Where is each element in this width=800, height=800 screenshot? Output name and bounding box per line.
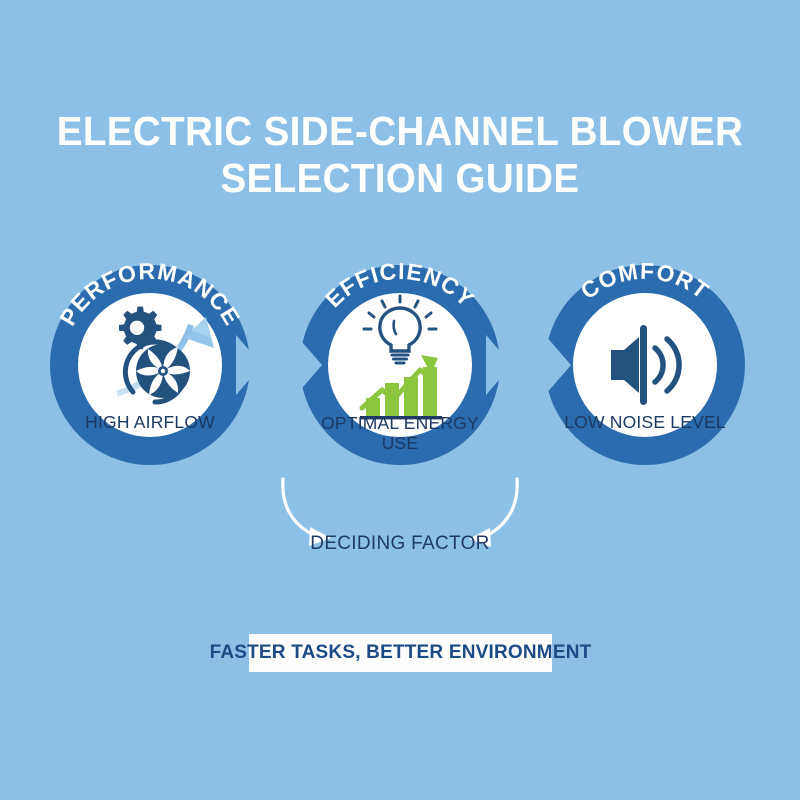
up-arrow-icon: [116, 317, 214, 397]
speaker-volume-icon: [611, 325, 647, 405]
deciding-factor-label: DECIDING FACTOR: [310, 533, 489, 554]
page-title: ELECTRIC SIDE-CHANNEL BLOWER SELECTION G…: [0, 108, 800, 202]
comfort-body-label: LOW NOISE LEVEL: [564, 412, 726, 432]
card-efficiency[interactable]: EFFICIENCY: [300, 258, 500, 465]
sound-wave-icon: [652, 336, 682, 394]
gear-icon: [119, 306, 162, 350]
title-line-2: SELECTION GUIDE: [220, 155, 580, 201]
trend-up-arrow-icon: [359, 355, 438, 411]
curved-arrow-down-right-icon: [281, 477, 331, 546]
efficiency-body-label-1: OPTIMAL ENERGY: [321, 413, 479, 433]
connector-arrows: DECIDING FACTOR: [281, 477, 519, 554]
card-performance[interactable]: PERFORMANCE: [50, 258, 250, 465]
bottom-banner-text: FASTER TASKS, BETTER ENVIRONMENT: [209, 642, 592, 663]
fan-impeller-icon: [122, 339, 190, 405]
efficiency-body-label-2: USE: [382, 433, 419, 453]
performance-body-label: HIGH AIRFLOW: [85, 412, 215, 432]
lightbulb-icon: [362, 294, 438, 365]
title-line-1: ELECTRIC SIDE-CHANNEL BLOWER: [56, 108, 744, 154]
card-comfort[interactable]: COMFORT LOW NOISE LEVEL: [545, 258, 745, 465]
curved-arrow-down-left-icon: [469, 477, 519, 547]
bottom-banner: FASTER TASKS, BETTER ENVIRONMENT: [210, 634, 591, 672]
